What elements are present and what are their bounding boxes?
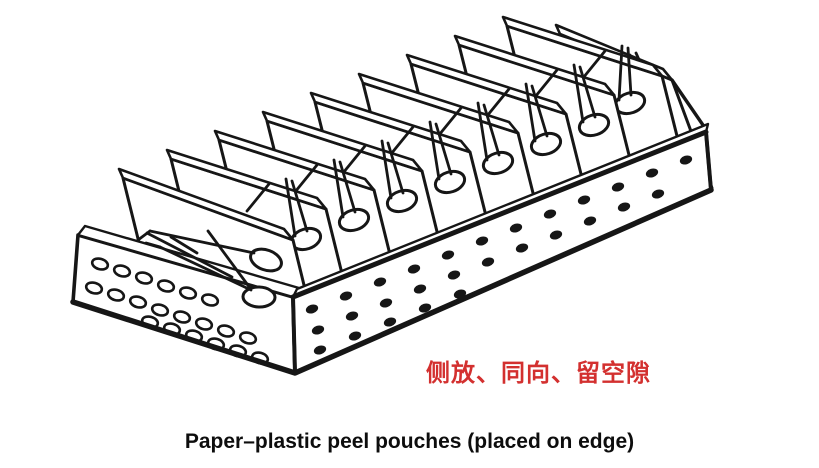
pouches-in-basket-illustration: [70, 15, 714, 376]
perforations-left: [84, 257, 270, 365]
scissors-in-pouch: [136, 229, 283, 309]
red-annotation-text: 侧放、同向、留空隙: [426, 360, 651, 387]
figure-caption: Paper–plastic peel pouches (placed on ed…: [184, 430, 635, 453]
perforations-front: [305, 155, 693, 355]
